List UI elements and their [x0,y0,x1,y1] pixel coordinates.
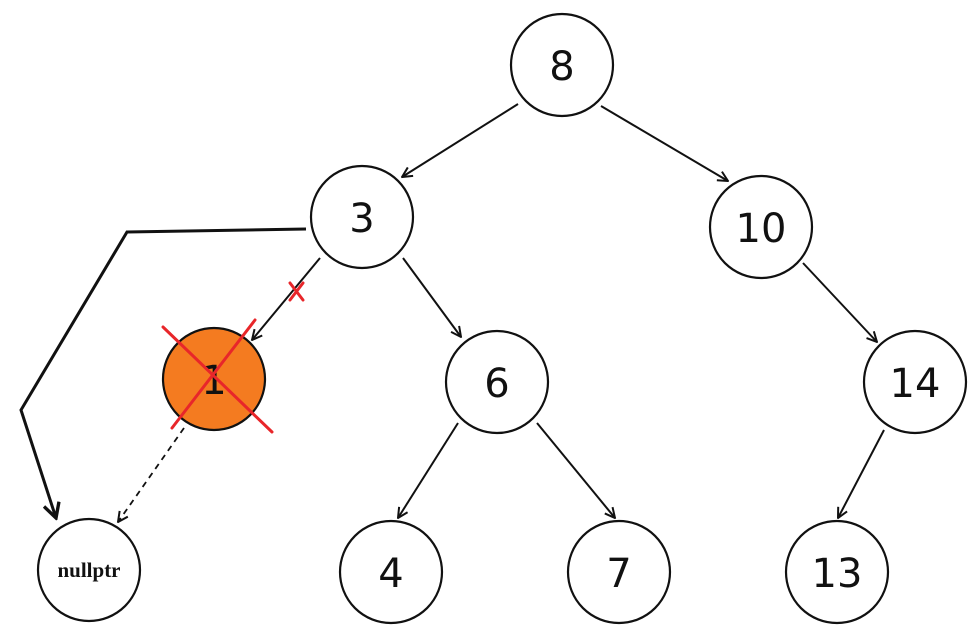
node-nullptr: nullptr [36,517,142,623]
edge-6-4 [398,422,459,518]
node-3: 3 [309,164,415,270]
svg-text:13: 13 [812,551,863,597]
edge-3-6 [402,257,461,337]
edge-8-3 [402,103,519,177]
delete-cross-mark [161,318,274,434]
edge-10-14 [802,262,877,342]
svg-text:4: 4 [378,551,403,597]
svg-text:7: 7 [606,551,631,597]
edge-14-13 [838,429,885,518]
svg-text:10: 10 [736,206,787,252]
svg-text:1: 1 [201,358,226,404]
edge-8-10 [600,105,728,181]
edge-6-7 [536,422,615,518]
node-14: 14 [862,329,968,435]
edge-1-nullptr-dashed [118,427,185,522]
svg-text:3: 3 [349,196,374,242]
node-4: 4 [338,519,444,625]
svg-text:14: 14 [890,361,941,407]
node-6: 6 [444,329,550,435]
edge-3-nullptr-rerouted [19,227,307,518]
node-7: 7 [566,519,672,625]
svg-text:6: 6 [484,361,509,407]
node-13: 13 [784,519,890,625]
svg-text:8: 8 [549,44,574,90]
edge-cross-mark [288,281,305,302]
edge-3-1-crossed [252,257,321,340]
svg-text:nullptr: nullptr [57,558,120,582]
node-8: 8 [509,12,615,118]
node-10: 10 [708,174,814,280]
